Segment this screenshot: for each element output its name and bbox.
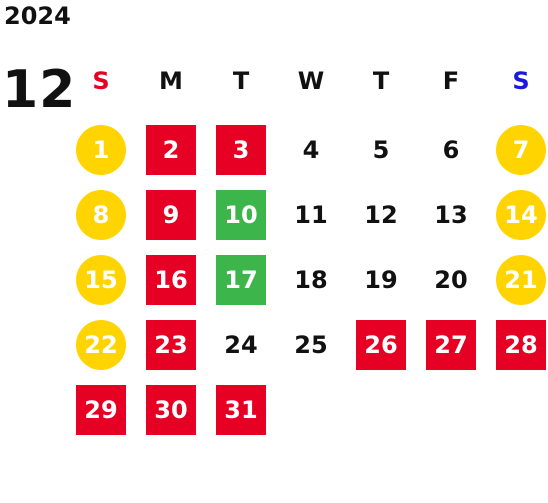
day-cell: 4 bbox=[302, 136, 320, 164]
day-cell: 21 bbox=[496, 255, 546, 305]
day-cell: 19 bbox=[364, 266, 398, 294]
day-cell: 24 bbox=[224, 331, 258, 359]
weekday-wednesday: W bbox=[297, 67, 325, 95]
day-cell: 26 bbox=[356, 320, 406, 370]
day-cell: 23 bbox=[146, 320, 196, 370]
day-cell: 17 bbox=[216, 255, 266, 305]
day-cell: 1 bbox=[76, 125, 126, 175]
day-cell: 18 bbox=[294, 266, 328, 294]
day-cell: 11 bbox=[294, 201, 328, 229]
day-cell: 10 bbox=[216, 190, 266, 240]
day-cell: 7 bbox=[496, 125, 546, 175]
weekday-monday: M bbox=[159, 67, 183, 95]
weekday-friday: F bbox=[442, 67, 460, 95]
day-cell: 25 bbox=[294, 331, 328, 359]
day-cell: 8 bbox=[76, 190, 126, 240]
weekday-saturday: S bbox=[512, 67, 530, 95]
day-cell: 28 bbox=[496, 320, 546, 370]
month-number: 12 bbox=[2, 60, 77, 120]
day-cell: 2 bbox=[146, 125, 196, 175]
weekday-sunday: S bbox=[92, 67, 110, 95]
day-cell: 14 bbox=[496, 190, 546, 240]
day-cell: 29 bbox=[76, 385, 126, 435]
day-cell: 6 bbox=[442, 136, 460, 164]
day-cell: 16 bbox=[146, 255, 196, 305]
day-cell: 15 bbox=[76, 255, 126, 305]
day-cell: 9 bbox=[146, 190, 196, 240]
weekday-tuesday: T bbox=[232, 67, 250, 95]
day-cell: 13 bbox=[434, 201, 468, 229]
day-cell: 5 bbox=[372, 136, 390, 164]
day-cell: 3 bbox=[216, 125, 266, 175]
day-cell: 30 bbox=[146, 385, 196, 435]
day-cell: 31 bbox=[216, 385, 266, 435]
day-cell: 27 bbox=[426, 320, 476, 370]
weekday-thursday: T bbox=[372, 67, 390, 95]
year-label: 2024 bbox=[4, 2, 71, 30]
day-cell: 20 bbox=[434, 266, 468, 294]
day-cell: 12 bbox=[364, 201, 398, 229]
day-cell: 22 bbox=[76, 320, 126, 370]
